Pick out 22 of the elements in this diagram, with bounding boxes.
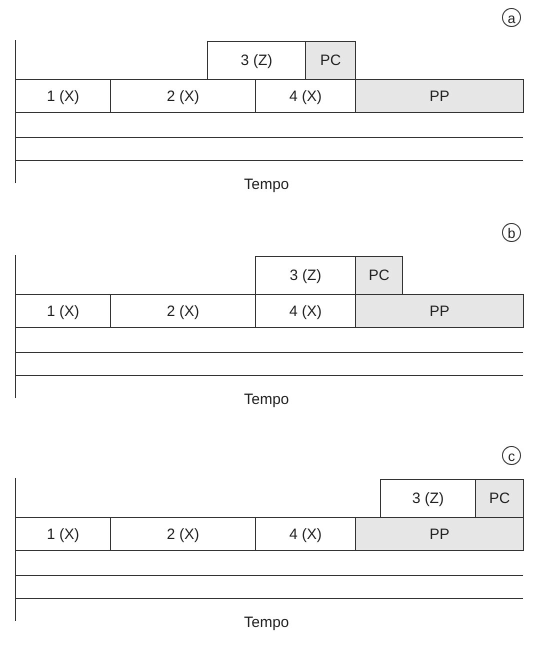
task-block: 2 (X) <box>110 79 256 113</box>
axis-label: Tempo <box>244 391 290 408</box>
circled-letter: c <box>502 446 521 465</box>
circled-letter: a <box>502 8 521 27</box>
task-block: 3 (Z) <box>380 479 476 518</box>
task-block: 4 (X) <box>255 517 356 551</box>
axis-label: Tempo <box>244 176 290 193</box>
task-block: 1 (X) <box>15 517 111 551</box>
axis-label: Tempo <box>244 614 290 631</box>
task-block: 2 (X) <box>110 294 256 328</box>
task-block: PC <box>355 256 403 295</box>
task-block: 1 (X) <box>15 294 111 328</box>
task-block: PP <box>355 79 524 113</box>
task-block: 2 (X) <box>110 517 256 551</box>
task-block: PC <box>305 41 356 80</box>
task-block: PP <box>355 517 524 551</box>
task-block: 3 (Z) <box>207 41 306 80</box>
task-block: PC <box>475 479 524 518</box>
task-block: PP <box>355 294 524 328</box>
task-block: 1 (X) <box>15 79 111 113</box>
circled-letter: b <box>502 223 521 242</box>
task-block: 3 (Z) <box>255 256 356 295</box>
